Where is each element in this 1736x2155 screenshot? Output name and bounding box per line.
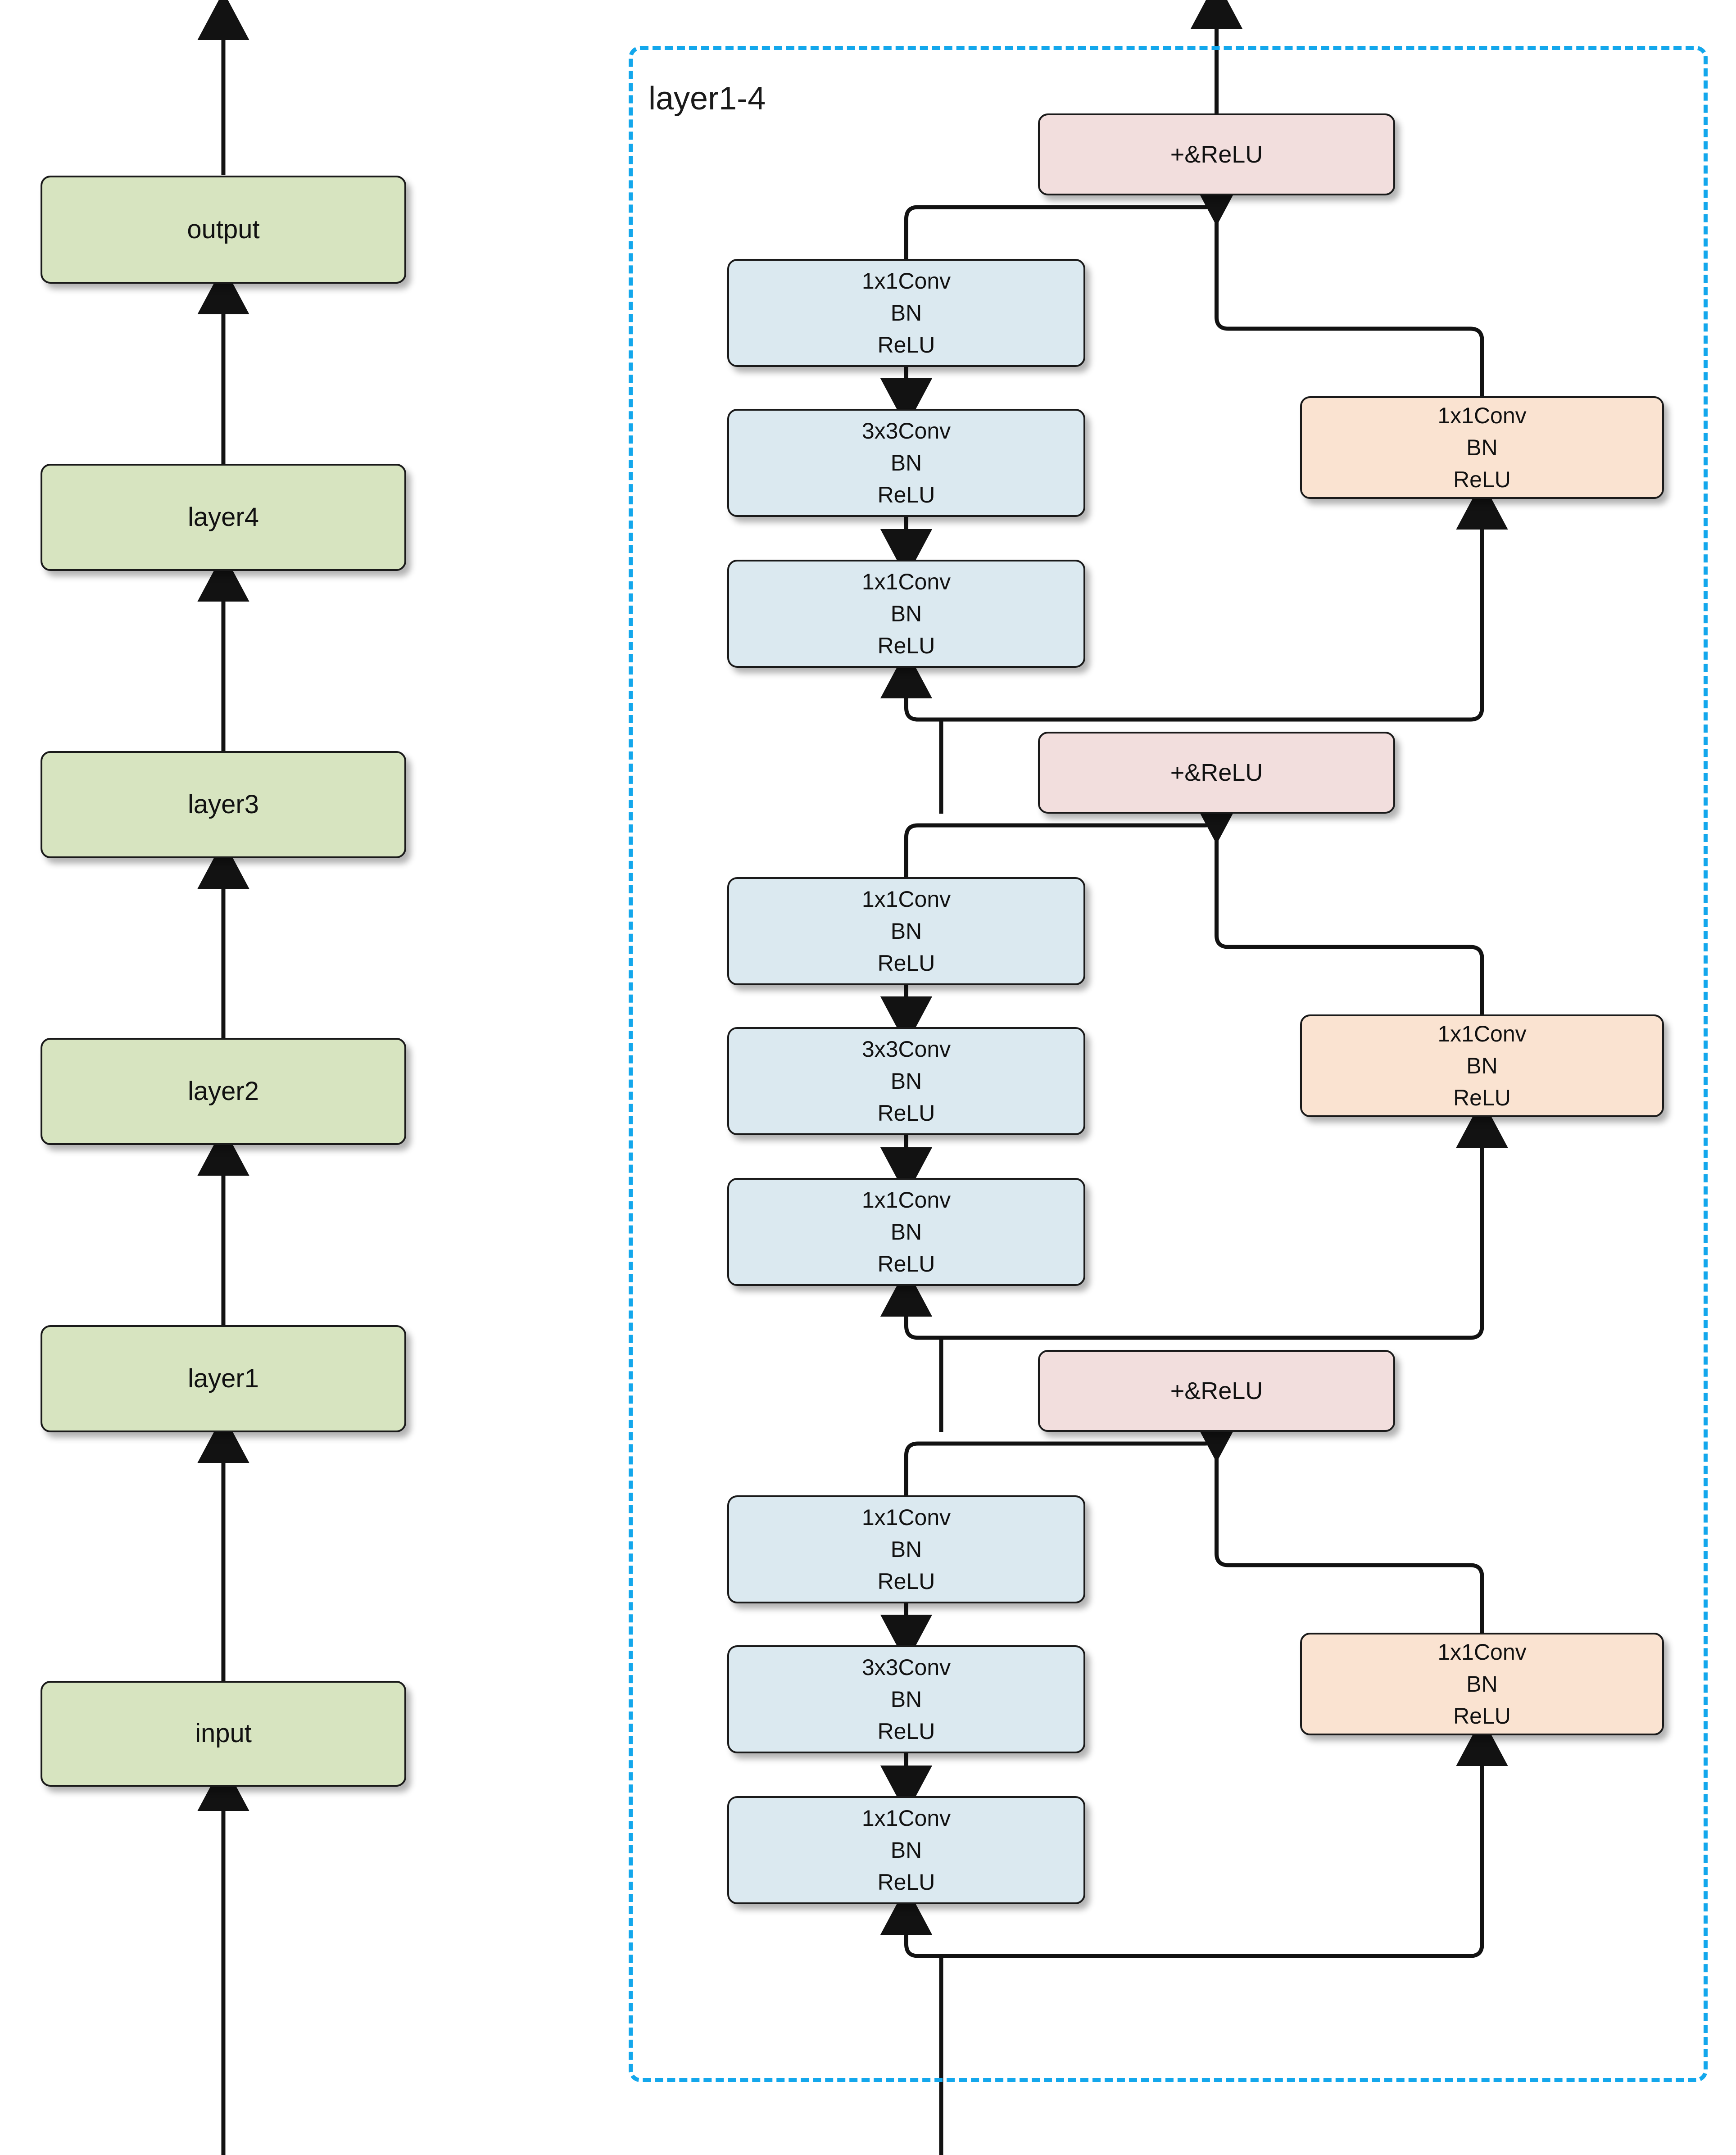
conv-node-2-1[interactable]: 1x1Conv BN ReLU [727, 1178, 1085, 1286]
conv-relu-label: ReLU [1453, 1703, 1511, 1729]
dashed-group-boundary-icon [629, 46, 1708, 2082]
add-relu-node-1[interactable]: +&ReLU [1038, 1350, 1395, 1432]
add-relu-node-2[interactable]: +&ReLU [1038, 732, 1395, 814]
conv-relu-label: ReLU [877, 1869, 935, 1895]
conv-node-1-2[interactable]: 3x3Conv BN ReLU [727, 1645, 1085, 1753]
stage-node-layer2[interactable]: layer2 [41, 1038, 406, 1145]
conv-bn-label: BN [1466, 1053, 1498, 1078]
conv-relu-label: ReLU [1453, 1085, 1511, 1110]
stage-node-layer4[interactable]: layer4 [41, 464, 406, 571]
conv-bn-label: BN [890, 1219, 922, 1245]
connector-path [880, 1886, 941, 1958]
stage-label: input [195, 1719, 252, 1748]
skip-conv-node-1[interactable]: 1x1Conv BN ReLU [1300, 1633, 1664, 1735]
connector-path [941, 1099, 1508, 1340]
conv-kernel-label: 3x3Conv [861, 1036, 951, 1062]
skip-conv-node-3[interactable]: 1x1Conv BN ReLU [1300, 396, 1664, 499]
conv-bn-label: BN [890, 1068, 922, 1094]
conv-node-1-3[interactable]: 1x1Conv BN ReLU [727, 1495, 1085, 1603]
connector-path [1215, 1432, 1484, 1633]
stage-label: layer3 [188, 789, 259, 819]
stage-node-input[interactable]: input [41, 1681, 406, 1787]
stage-label: output [187, 214, 260, 244]
conv-bn-label: BN [890, 300, 922, 326]
stage-label: layer2 [188, 1076, 259, 1106]
stage-node-layer1[interactable]: layer1 [41, 1325, 406, 1432]
conv-bn-label: BN [890, 918, 922, 944]
add-relu-label: +&ReLU [1170, 759, 1263, 786]
conv-kernel-label: 1x1Conv [861, 1187, 951, 1213]
conv-kernel-label: 1x1Conv [861, 569, 951, 594]
conv-relu-label: ReLU [877, 950, 935, 976]
conv-kernel-label: 3x3Conv [861, 418, 951, 444]
group-label-layer1-4: layer1-4 [648, 81, 766, 117]
add-relu-label: +&ReLU [1170, 1377, 1263, 1404]
conv-relu-label: ReLU [877, 1568, 935, 1594]
conv-kernel-label: 1x1Conv [861, 886, 951, 912]
stage-node-layer3[interactable]: layer3 [41, 751, 406, 858]
conv-relu-label: ReLU [877, 633, 935, 658]
conv-kernel-label: 1x1Conv [861, 268, 951, 294]
conv-kernel-label: 1x1Conv [1437, 1639, 1527, 1665]
connector-path [941, 1717, 1508, 1958]
add-relu-node-3[interactable]: +&ReLU [1038, 113, 1395, 195]
connector-path [1215, 814, 1484, 1014]
conv-kernel-label: 1x1Conv [1437, 1021, 1527, 1046]
stage-label: layer4 [188, 502, 259, 532]
connector-path [941, 480, 1508, 722]
conv-relu-label: ReLU [877, 1100, 935, 1126]
conv-bn-label: BN [890, 1837, 922, 1863]
add-relu-label: +&ReLU [1170, 140, 1263, 168]
conv-kernel-label: 1x1Conv [1437, 403, 1527, 428]
skip-conv-node-2[interactable]: 1x1Conv BN ReLU [1300, 1014, 1664, 1117]
conv-relu-label: ReLU [877, 1251, 935, 1277]
conv-bn-label: BN [890, 1536, 922, 1562]
conv-bn-label: BN [890, 601, 922, 626]
connector-path [880, 1268, 941, 1340]
connector-path [1215, 195, 1484, 396]
conv-kernel-label: 1x1Conv [861, 1805, 951, 1831]
conv-relu-label: ReLU [1453, 466, 1511, 492]
conv-bn-label: BN [1466, 1671, 1498, 1697]
conv-bn-label: BN [1466, 435, 1498, 460]
stage-label: layer1 [188, 1363, 259, 1393]
connector-path [880, 649, 941, 722]
stage-node-output[interactable]: output [41, 176, 406, 284]
conv-node-2-3[interactable]: 1x1Conv BN ReLU [727, 877, 1085, 985]
conv-relu-label: ReLU [877, 332, 935, 358]
conv-kernel-label: 3x3Conv [861, 1654, 951, 1680]
conv-node-3-3[interactable]: 1x1Conv BN ReLU [727, 259, 1085, 367]
conv-bn-label: BN [890, 1686, 922, 1712]
conv-node-3-1[interactable]: 1x1Conv BN ReLU [727, 560, 1085, 668]
conv-kernel-label: 1x1Conv [861, 1504, 951, 1530]
conv-bn-label: BN [890, 450, 922, 475]
conv-relu-label: ReLU [877, 482, 935, 507]
conv-node-2-2[interactable]: 3x3Conv BN ReLU [727, 1027, 1085, 1135]
conv-node-3-2[interactable]: 3x3Conv BN ReLU [727, 409, 1085, 517]
conv-relu-label: ReLU [877, 1718, 935, 1744]
conv-node-1-1[interactable]: 1x1Conv BN ReLU [727, 1796, 1085, 1904]
